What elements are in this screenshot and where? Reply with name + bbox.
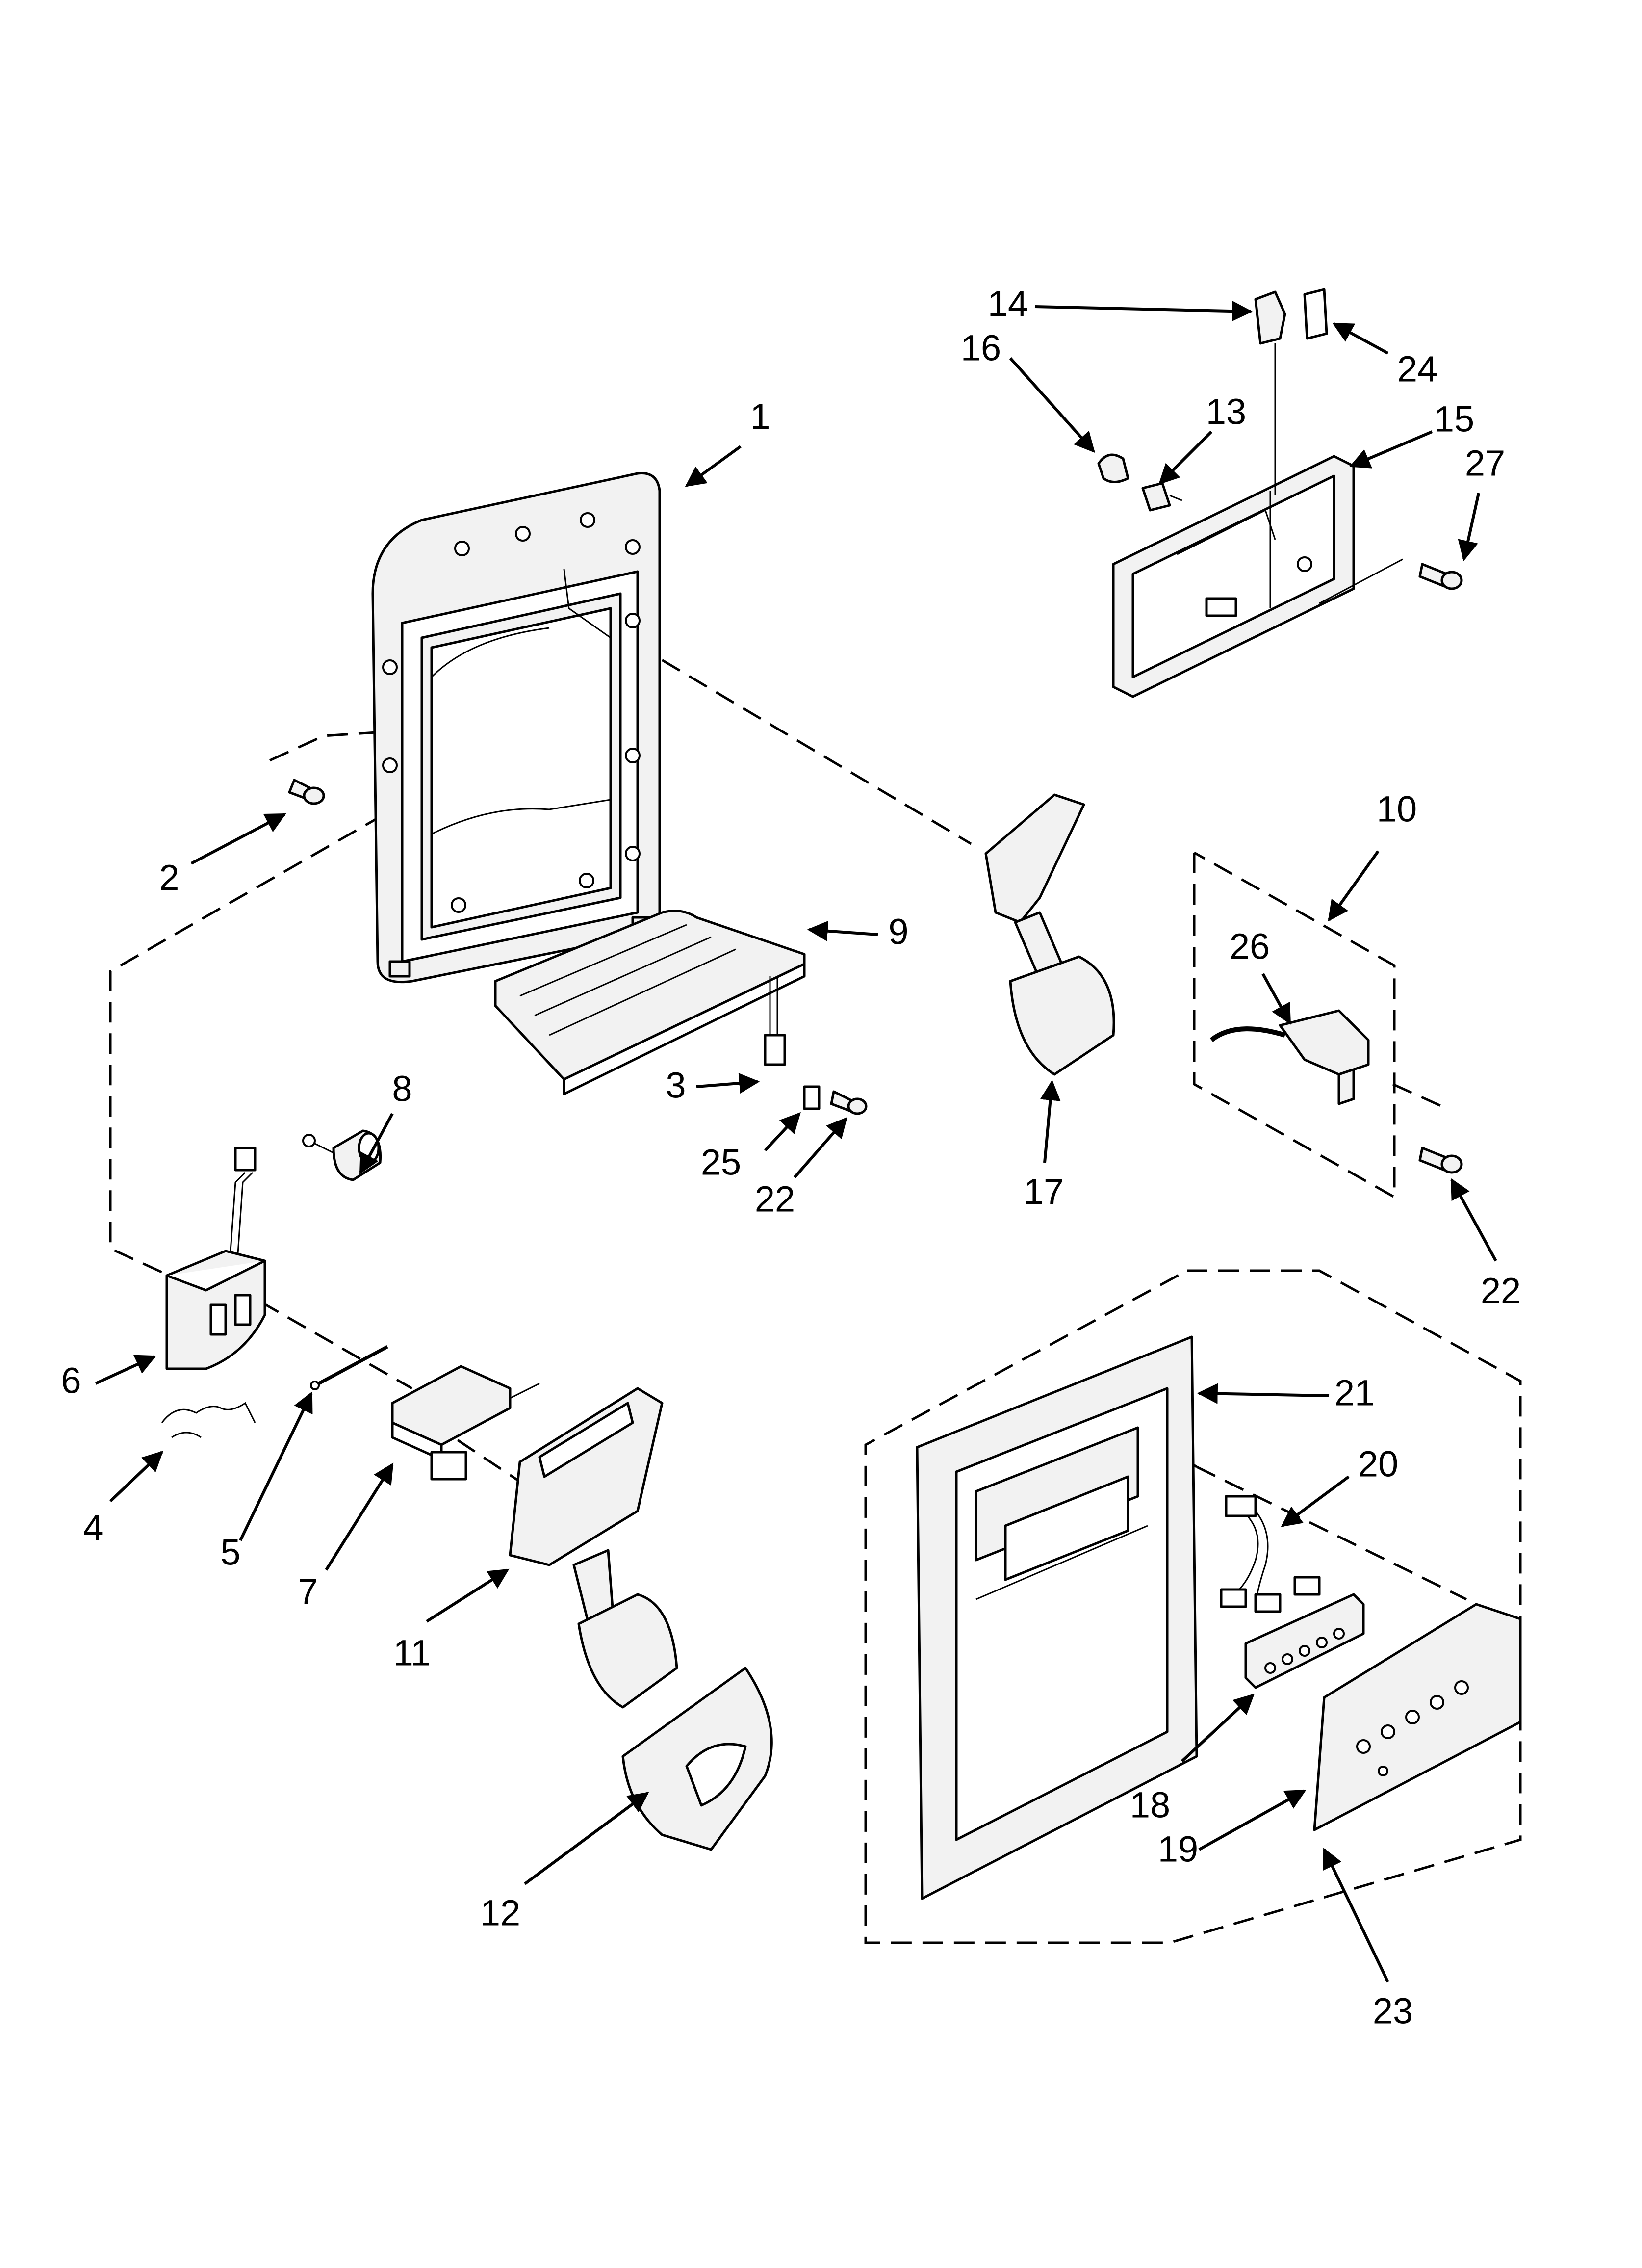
callout-1: 1 <box>750 396 770 437</box>
callout-labels: 1 2 3 4 5 6 7 8 9 10 11 12 13 14 15 16 1… <box>61 284 1521 2032</box>
callout-12: 12 <box>480 1893 520 1933</box>
part-9-drip-tray <box>494 910 806 1095</box>
callout-17: 17 <box>1024 1172 1064 1212</box>
leader-lines <box>95 301 1497 1983</box>
callout-7: 7 <box>298 1571 318 1612</box>
part-24-shield <box>1303 288 1328 340</box>
part-16-bulb <box>1097 453 1129 483</box>
part-15-light-housing <box>1112 455 1355 698</box>
part-6-actuator-box <box>165 1147 266 1370</box>
callout-16: 16 <box>961 328 1001 368</box>
part-5-pin <box>310 1345 388 1390</box>
part-20-harness <box>1220 1495 1321 1613</box>
callout-20: 20 <box>1358 1444 1398 1485</box>
callout-11: 11 <box>393 1633 431 1673</box>
part-21-facade <box>916 1335 1198 1900</box>
part-22-screw-b <box>1418 1147 1463 1174</box>
dashed-guide-22-right <box>1392 1083 1443 1108</box>
dashed-guide-20-to-19 <box>1196 1465 1467 1601</box>
callout-22b: 22 <box>1481 1271 1521 1311</box>
dashed-guide-6-to-1 <box>109 720 548 1277</box>
callout-13: 13 <box>1206 391 1246 432</box>
callout-6: 6 <box>61 1360 81 1401</box>
callout-4: 4 <box>83 1508 103 1548</box>
part-26-lever <box>1209 1009 1370 1105</box>
callout-24: 24 <box>1397 349 1437 390</box>
part-22-screw-a <box>830 1090 868 1115</box>
part-7-bracket <box>391 1365 540 1481</box>
part-18-control-board <box>1244 1593 1365 1689</box>
part-3-switch-actuator <box>764 976 786 1066</box>
group-outline-23 <box>864 1269 1522 1944</box>
callout-3: 3 <box>666 1065 686 1106</box>
callout-10: 10 <box>1377 789 1417 830</box>
callout-15: 15 <box>1434 399 1474 440</box>
part-14-switch <box>1254 290 1286 495</box>
part-12-ice-chute <box>621 1667 773 1851</box>
callout-19: 19 <box>1158 1829 1198 1870</box>
callout-2: 2 <box>159 858 179 898</box>
part-2-screw <box>288 779 325 805</box>
part-1-housing <box>371 471 661 984</box>
part-19-control-panel <box>1313 1603 1522 1831</box>
part-25-clip <box>803 1085 821 1110</box>
dashed-guide-1-to-17 <box>607 626 972 845</box>
part-11-ice-paddle <box>509 1387 678 1709</box>
callout-21: 21 <box>1334 1373 1375 1413</box>
callout-26: 26 <box>1230 926 1270 967</box>
part-17-water-paddle <box>984 793 1115 1076</box>
group-outline-10 <box>1193 851 1396 1199</box>
callout-14: 14 <box>988 284 1028 324</box>
callout-27: 27 <box>1465 443 1505 484</box>
callout-18: 18 <box>1130 1785 1170 1825</box>
part-13-socket <box>1141 482 1182 512</box>
callout-9: 9 <box>888 912 908 952</box>
callout-8: 8 <box>392 1069 412 1109</box>
callout-25: 25 <box>701 1142 741 1183</box>
part-27-screw <box>1319 558 1463 604</box>
callout-23: 23 <box>1373 1991 1413 2032</box>
callout-22a: 22 <box>755 1179 795 1220</box>
part-4-spring <box>161 1402 256 1438</box>
callout-5: 5 <box>220 1532 240 1573</box>
